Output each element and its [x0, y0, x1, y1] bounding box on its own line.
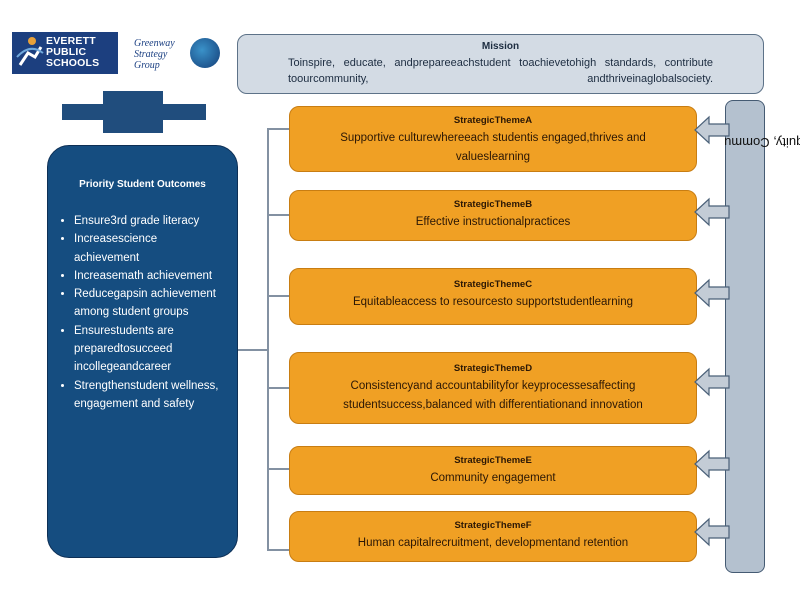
logo-line: SCHOOLS — [46, 57, 100, 69]
arrow-left-icon — [694, 115, 730, 145]
equity-bar-label: Equity, Commu — [724, 135, 800, 150]
theme-text: Supportive culturewhereeach studentis en… — [340, 132, 646, 163]
connector-line — [267, 128, 290, 130]
arrow-left-icon — [694, 367, 730, 397]
theme-a-box: StrategicThemeA Supportive culturewheree… — [289, 106, 697, 172]
connector-line — [238, 349, 268, 351]
header-bar-wide — [62, 104, 206, 120]
theme-title: StrategicThemeF — [454, 520, 532, 531]
theme-text: Consistencyand accountabilityfor keyproc… — [343, 380, 643, 411]
priority-outcomes-box: Priority Student Outcomes Ensure3rd grad… — [47, 145, 238, 558]
theme-text: Community engagement — [430, 472, 556, 484]
mission-box: Mission Toinspire, educate, andprepareea… — [237, 34, 764, 94]
theme-c-box: StrategicThemeC Equitableaccess to resou… — [289, 268, 697, 325]
logo-line: EVERETT — [46, 35, 96, 47]
theme-text: Effective instructionalpractices — [415, 216, 571, 228]
list-item: Ensurestudents are preparedtosucceed inc… — [74, 322, 223, 377]
theme-f-box: StrategicThemeF Human capitalrecruitment… — [289, 511, 697, 562]
connector-line — [267, 295, 290, 297]
arrow-left-icon — [694, 517, 730, 547]
header-bar-top — [103, 91, 163, 104]
list-item: Increasescience achievement — [74, 230, 223, 267]
arrow-left-icon — [694, 449, 730, 479]
list-item: Strengthenstudent wellness, engagement a… — [74, 377, 223, 414]
theme-title: StrategicThemeC — [453, 279, 533, 290]
connector-line — [267, 387, 290, 389]
equity-bar — [725, 100, 765, 573]
connector-line — [267, 214, 290, 216]
theme-title: StrategicThemeB — [453, 199, 533, 210]
logo-line: Group — [134, 60, 160, 71]
theme-d-box: StrategicThemeD Consistencyand accountab… — [289, 352, 697, 424]
theme-e-box: StrategicThemeE Community engagement — [289, 446, 697, 495]
priority-list: Ensure3rd grade literacy Increasescience… — [48, 212, 237, 413]
theme-b-box: StrategicThemeB Effective instructionalp… — [289, 190, 697, 241]
list-item: Ensure3rd grade literacy — [74, 212, 223, 230]
priority-title: Priority Student Outcomes — [79, 179, 206, 190]
runner-icon — [16, 37, 44, 66]
list-item: Reducegapsin achievement among student g… — [74, 285, 223, 322]
header-bar-bottom — [103, 120, 163, 133]
list-item: Increasemath achievement — [74, 267, 223, 285]
theme-title: StrategicThemeD — [453, 363, 533, 374]
connector-line — [267, 468, 290, 470]
theme-text: Equitableaccess to resourcesto supportst… — [352, 296, 633, 308]
connector-line — [267, 549, 290, 551]
globe-icon — [190, 38, 220, 68]
theme-text: Human capitalrecruitment, developmentand… — [357, 537, 629, 549]
logo-line: PUBLIC — [46, 46, 87, 58]
theme-title: StrategicThemeE — [454, 455, 532, 466]
everett-logo: EVERETT PUBLIC SCHOOLS — [12, 32, 118, 74]
greenway-logo: Greenway Strategy Group — [134, 38, 222, 76]
logo-line: Greenway — [134, 38, 175, 49]
mission-text: Toinspire, educate, andprepareeachstuden… — [288, 57, 713, 85]
theme-title: StrategicThemeA — [453, 115, 533, 126]
arrow-left-icon — [694, 278, 730, 308]
logo-line: Strategy — [134, 49, 168, 60]
mission-title: Mission — [481, 41, 520, 52]
arrow-left-icon — [694, 197, 730, 227]
connector-trunk — [267, 128, 269, 550]
